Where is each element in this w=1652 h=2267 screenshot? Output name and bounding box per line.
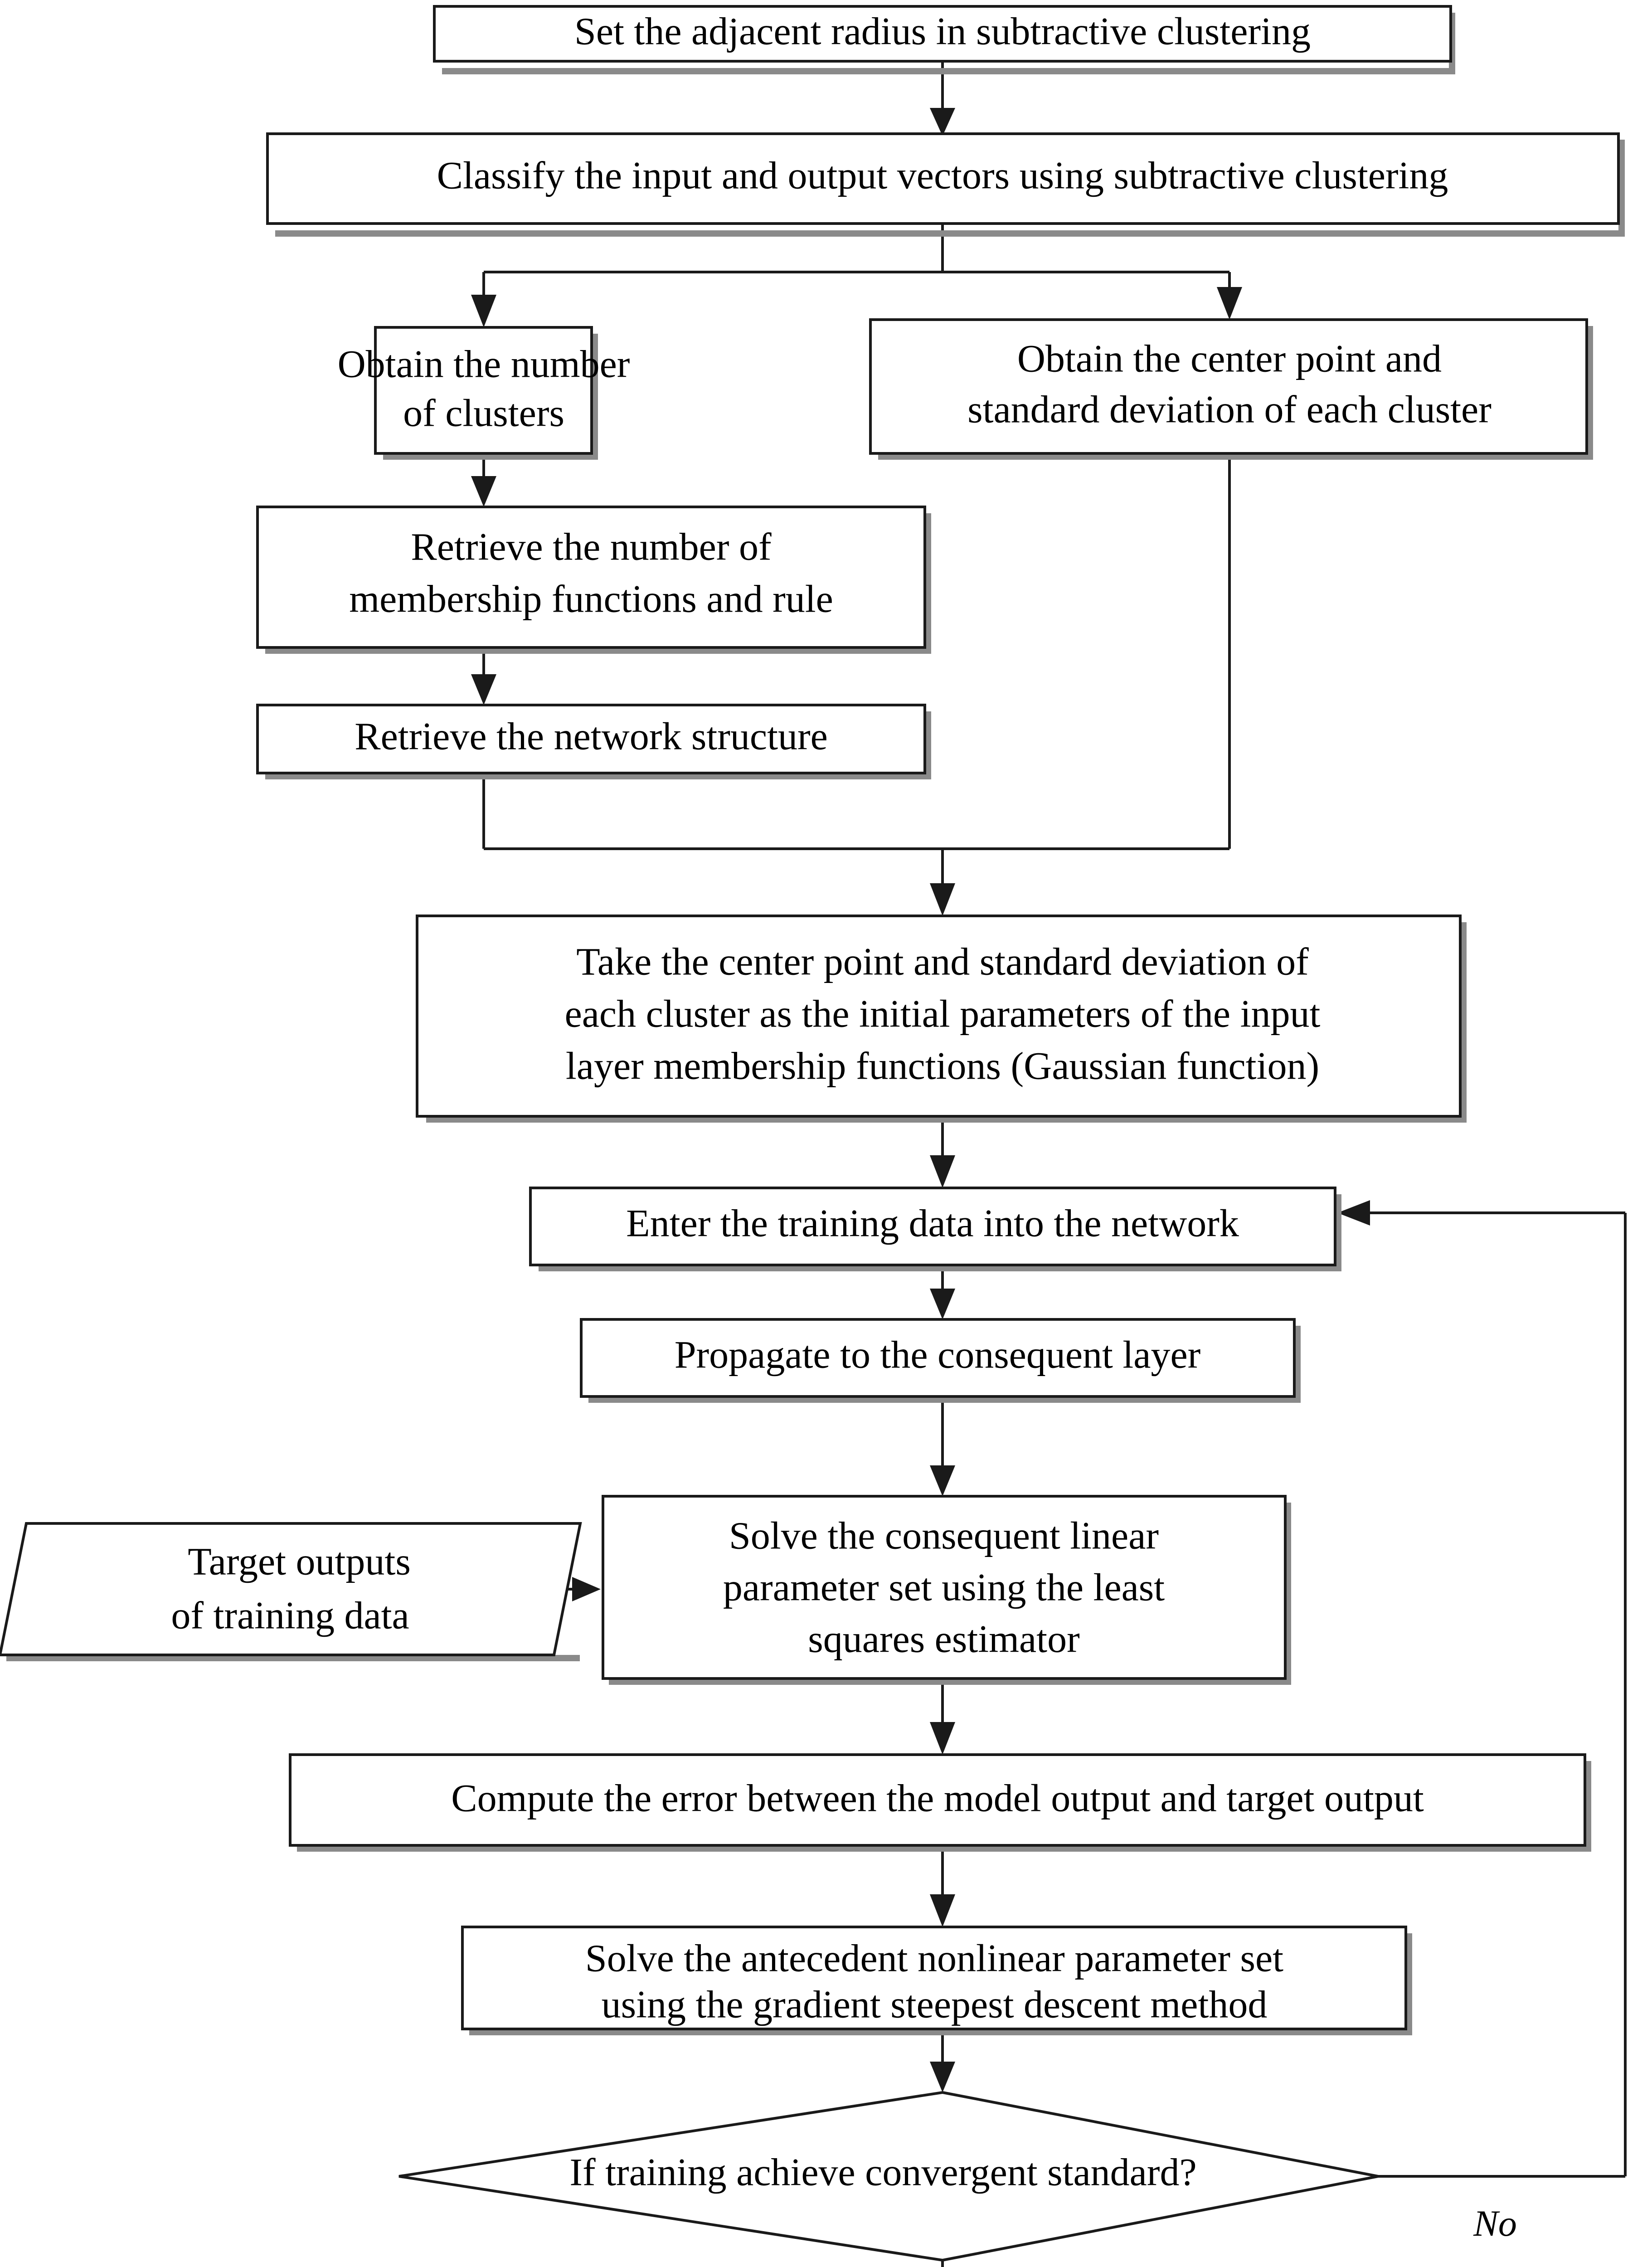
node-compute-error[interactable]: Compute the error between the model outp…	[289, 1753, 1586, 1847]
edge-membership-to-network	[471, 647, 496, 705]
node-classify-vectors[interactable]: Classify the input and output vectors us…	[266, 132, 1620, 225]
edge-classify-split	[471, 224, 1242, 327]
node-classify-vectors-line-0: Classify the input and output vectors us…	[437, 154, 1448, 197]
edge-label-no: No	[1473, 2203, 1517, 2244]
node-obtain-number-clusters[interactable]: Obtain the number of clusters	[338, 326, 630, 455]
node-obtain-center-point-line-0: Obtain the center point and	[1017, 337, 1442, 380]
edge-take-to-enter	[930, 1116, 955, 1188]
node-convergence-decision-line-0: If training achieve convergent standard?	[569, 2150, 1196, 2194]
node-target-outputs[interactable]: Target outputs of training data	[0, 1522, 582, 1656]
node-solve-antecedent-line-0: Solve the antecedent nonlinear parameter…	[585, 1936, 1283, 1980]
node-enter-training-data[interactable]: Enter the training data into the network	[529, 1187, 1336, 1266]
node-retrieve-membership-line-0: Retrieve the number of	[411, 525, 772, 569]
node-shadows	[6, 13, 1625, 2035]
node-solve-consequent-linear-line-2: squares estimator	[808, 1617, 1079, 1661]
node-enter-training-data-line-0: Enter the training data into the network	[626, 1202, 1239, 1245]
node-take-center-point-line-2: layer membership functions (Gaussian fun…	[566, 1044, 1319, 1088]
node-solve-consequent-linear-line-0: Solve the consequent linear	[729, 1514, 1159, 1557]
node-retrieve-network[interactable]: Retrieve the network structure	[256, 704, 926, 774]
node-set-radius-line-0: Set the adjacent radius in subtractive c…	[574, 10, 1311, 53]
edge-decision-no-feedback	[1337, 1200, 1627, 2178]
node-obtain-number-clusters-line-0: Obtain the number	[338, 342, 630, 386]
node-take-center-point[interactable]: Take the center point and standard devia…	[416, 915, 1462, 1118]
edge-network-merge	[482, 773, 1229, 850]
node-target-outputs-line-0: Target outputs	[188, 1540, 411, 1583]
edge-solve-to-compute	[930, 1678, 955, 1755]
node-retrieve-membership[interactable]: Retrieve the number of membership functi…	[256, 506, 926, 649]
connectors	[471, 61, 1627, 2267]
node-retrieve-network-line-0: Retrieve the network structure	[355, 715, 828, 758]
edge-compute-to-antecedent	[930, 1845, 955, 1927]
branch-labels: Yes No	[1473, 2203, 1517, 2244]
node-compute-error-line-0: Compute the error between the model outp…	[451, 1776, 1424, 1820]
node-take-center-point-line-1: each cluster as the initial parameters o…	[565, 992, 1321, 1036]
node-obtain-center-point[interactable]: Obtain the center point and standard dev…	[869, 318, 1588, 455]
node-solve-consequent-linear[interactable]: Solve the consequent linear parameter se…	[602, 1495, 1287, 1680]
node-propagate-consequent-line-0: Propagate to the consequent layer	[675, 1333, 1201, 1377]
edge-enter-to-propagate	[930, 1265, 955, 1319]
node-solve-consequent-linear-line-1: parameter set using the least	[723, 1566, 1165, 1609]
node-convergence-decision[interactable]: If training achieve convergent standard?	[398, 2091, 1379, 2262]
node-retrieve-membership-line-1: membership functions and rule	[349, 577, 833, 621]
node-obtain-number-clusters-line-1: of clusters	[403, 391, 564, 435]
node-target-outputs-line-1: of training data	[171, 1594, 409, 1637]
node-propagate-consequent[interactable]: Propagate to the consequent layer	[580, 1318, 1296, 1398]
node-obtain-center-point-line-1: standard deviation of each cluster	[967, 388, 1492, 431]
node-take-center-point-line-0: Take the center point and standard devia…	[576, 940, 1309, 983]
node-set-radius[interactable]: Set the adjacent radius in subtractive c…	[433, 5, 1452, 63]
edge-antecedent-to-decision	[930, 2029, 955, 2092]
node-solve-antecedent-line-1: using the gradient steepest descent meth…	[602, 1983, 1268, 2026]
node-solve-antecedent[interactable]: Solve the antecedent nonlinear parameter…	[461, 1926, 1407, 2030]
edge-clusters-to-membership	[471, 453, 496, 507]
edge-merge-to-take	[930, 849, 955, 916]
edge-propagate-to-solve	[930, 1396, 955, 1496]
